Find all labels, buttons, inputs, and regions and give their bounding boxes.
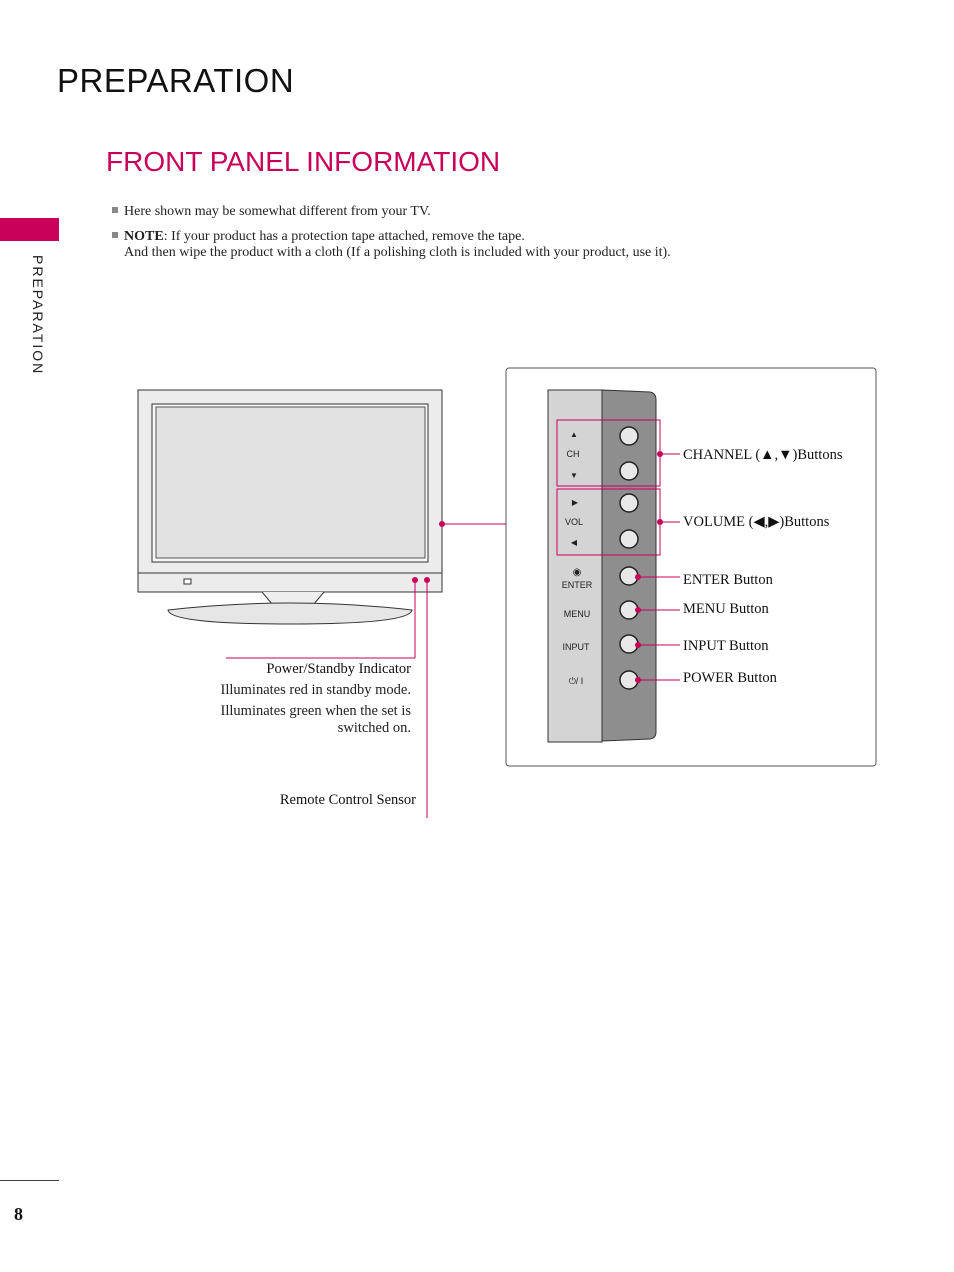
section-title: FRONT PANEL INFORMATION — [106, 146, 501, 177]
power-indicator-line-1: Illuminates red in standby mode. — [220, 682, 411, 698]
note-line-3: And then wipe the product with a cloth (… — [124, 245, 671, 261]
remote-sensor-label: Remote Control Sensor — [279, 792, 416, 808]
channel-up-button — [619, 426, 639, 446]
tv-stand-neck — [261, 591, 325, 605]
input-button-label: INPUT Button — [683, 638, 769, 654]
bullet-square-icon — [112, 232, 118, 238]
volume-buttons-label: VOLUME (◀,▶)Buttons — [683, 514, 830, 530]
sidebar-label: PREPARATION — [30, 255, 46, 376]
volume-right-button — [619, 493, 639, 513]
tv-logo-mark — [183, 578, 192, 585]
channel-down-button — [619, 461, 639, 481]
vol-left-arrow-icon: ◀ — [571, 538, 578, 547]
sidebar-tab — [0, 218, 59, 241]
channel-buttons-label: CHANNEL (▲,▼)Buttons — [683, 447, 843, 463]
bullet-square-icon — [112, 207, 118, 213]
volume-left-button — [619, 529, 639, 549]
power-indicator-line-3: switched on. — [337, 720, 411, 736]
note-line-2: NOTE: If your product has a protection t… — [112, 229, 525, 245]
menu-label: MENU — [564, 609, 591, 619]
enter-label: ENTER — [562, 580, 593, 590]
vol-right-arrow-icon: ▶ — [572, 498, 579, 507]
page-title: PREPARATION — [57, 62, 295, 99]
note-line-1-text: Here shown may be somewhat different fro… — [124, 204, 431, 219]
ch-label: CH — [567, 449, 580, 459]
note-text: : If your product has a protection tape … — [163, 229, 525, 244]
menu-button-label: MENU Button — [683, 601, 769, 617]
power-button-label: POWER Button — [683, 670, 777, 686]
footer-divider — [0, 1180, 59, 1181]
vol-label: VOL — [565, 517, 583, 527]
ch-up-arrow-icon: ▲ — [570, 430, 578, 439]
note-text-2: And then wipe the product with a cloth (… — [124, 245, 671, 260]
tv-stand-base — [167, 602, 413, 625]
tv-screen — [155, 406, 426, 559]
ch-down-arrow-icon: ▼ — [570, 471, 578, 480]
input-label: INPUT — [563, 642, 591, 652]
page-number: 8 — [14, 1204, 23, 1224]
power-indicator-line-2: Illuminates green when the set is — [220, 703, 411, 719]
power-indicator-title: Power/Standby Indicator — [266, 661, 411, 677]
panel-button-strip — [601, 389, 657, 742]
note-label: NOTE — [124, 229, 164, 244]
enter-symbol-icon: ◉ — [573, 567, 582, 578]
power-symbol-icon: ⏻/ I — [569, 676, 584, 686]
note-line-1: Here shown may be somewhat different fro… — [112, 204, 431, 220]
panel-label-strip — [547, 389, 603, 743]
enter-button-label: ENTER Button — [683, 572, 773, 588]
